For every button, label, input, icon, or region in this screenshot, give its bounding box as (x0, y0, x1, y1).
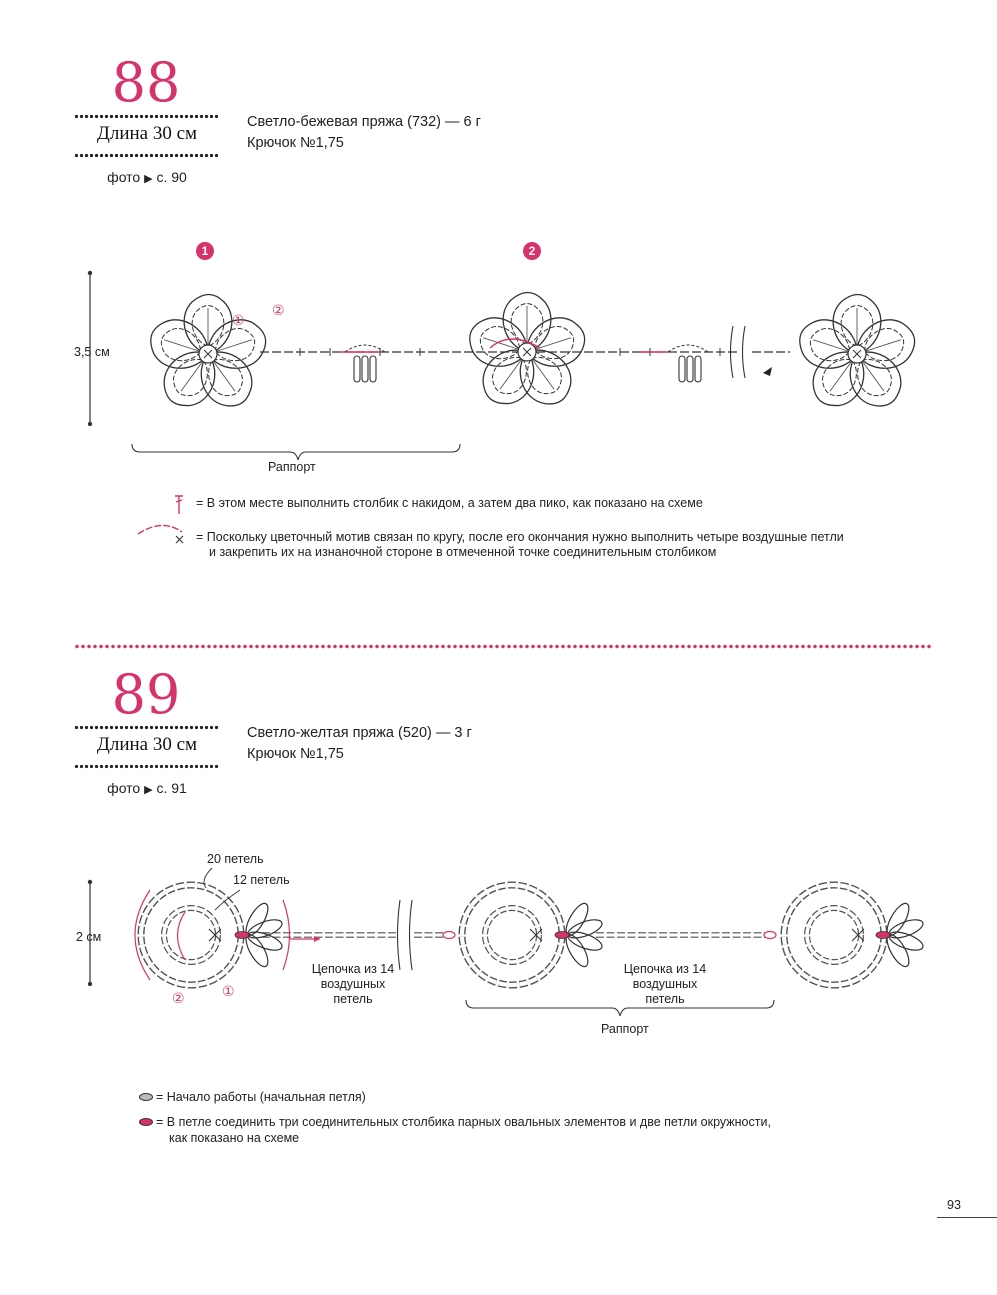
legend-text-continued: и закрепить их на изнаночной стороне в о… (209, 545, 717, 559)
legend-text: = Начало работы (начальная петля) (156, 1090, 366, 1104)
legend-text: = В петле соединить три соединительных с… (156, 1115, 771, 1129)
legend-text: = В этом месте выполнить столбик с накид… (196, 496, 703, 510)
repeat-label: Раппорт (268, 460, 316, 474)
chain-label-line: воздушных (320, 977, 386, 991)
round-marker-1: ① (222, 983, 235, 999)
motif-badge-1: 1 (196, 242, 214, 260)
double-crochet-picot-icon (175, 495, 183, 514)
start-loop-icon (139, 1093, 153, 1101)
dotted-divider (74, 153, 220, 158)
legend-text-continued: как показано на схеме (169, 1131, 300, 1145)
triangle-right-icon: ▶ (144, 173, 153, 185)
chain-label: Цепочка из 14 воздушных петель (298, 962, 408, 1007)
pattern-number-88: 88 (111, 51, 181, 114)
round-marker-2: ② (272, 302, 285, 318)
yarn-spec: Светло-бежевая пряжа (732) — 6 г (247, 114, 481, 130)
crochet-chart-89 (87, 867, 926, 1017)
motif-badge-2: 2 (523, 242, 541, 260)
length-label: Длина 30 см (96, 123, 198, 144)
legend-text: = Поскольку цветочный мотив связан по кр… (196, 530, 844, 544)
chain-label: Цепочка из 14 воздушных петель (610, 962, 720, 1007)
hook-spec: Крючок №1,75 (247, 135, 344, 151)
section-separator (74, 644, 932, 649)
round-marker-1: ① (232, 312, 245, 328)
chain-arc-icon (137, 524, 184, 544)
photo-reference: фото ▶ с. 91 (74, 780, 220, 796)
pattern-number-89: 89 (111, 663, 181, 726)
photo-reference: фото ▶ с. 90 (74, 169, 220, 185)
photo-ref-label: фото (107, 780, 141, 796)
photo-ref-page: с. 91 (156, 780, 187, 796)
height-label: 2 см (76, 930, 102, 944)
hook-spec: Крючок №1,75 (247, 746, 344, 762)
triangle-right-icon: ▶ (144, 784, 153, 796)
chain-label-line: Цепочка из 14 (623, 962, 707, 976)
yarn-spec: Светло-желтая пряжа (520) — 3 г (247, 725, 472, 741)
height-label: 3,5 см (74, 345, 110, 359)
dotted-divider (74, 764, 220, 769)
photo-ref-page: с. 90 (156, 169, 187, 185)
page-number: 93 (947, 1198, 961, 1212)
repeat-label: Раппорт (601, 1022, 649, 1036)
dotted-divider (74, 725, 220, 730)
chain-label-line: петель (645, 992, 685, 1006)
round-marker-2: ② (172, 990, 185, 1006)
photo-ref-label: фото (107, 169, 141, 185)
outer-loops-label: 20 петель (207, 852, 264, 866)
dotted-divider (74, 114, 220, 119)
join-loop-icon (139, 1118, 153, 1126)
inner-loops-label: 12 петель (233, 873, 290, 887)
length-label: Длина 30 см (96, 734, 198, 755)
chain-label-line: Цепочка из 14 (311, 962, 395, 976)
chain-label-line: петель (333, 992, 373, 1006)
chain-label-line: воздушных (632, 977, 698, 991)
page-number-rule (937, 1217, 997, 1218)
crochet-chart-88 (87, 270, 997, 461)
